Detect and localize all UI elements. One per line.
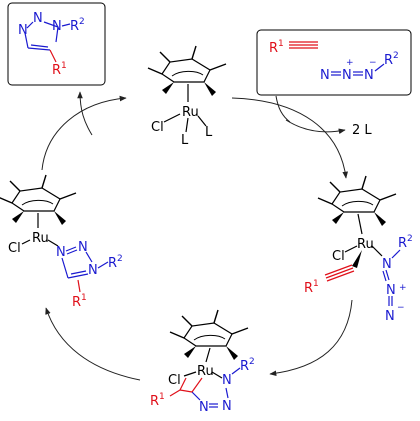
reagent-alkyne-r1: R1: [269, 39, 284, 56]
right-n1: N: [382, 257, 392, 272]
right-n2: N: [386, 283, 396, 298]
bottom-r2: R2: [240, 357, 255, 374]
right-r2: R2: [398, 234, 413, 251]
complex-cp-rucl-l2: Ru Cl L L: [147, 45, 227, 148]
product-r2: R2: [70, 17, 85, 34]
arrow-reagent-to-cycle: [275, 95, 291, 123]
complex-ru-alkyne-azide: Ru Cl R1 N R2 N + N −: [304, 175, 413, 324]
right-ru: Ru: [357, 237, 374, 252]
reagent-azide-n2: N: [342, 68, 352, 83]
arrow-top-to-right: [231, 97, 348, 179]
product-triazole: N N N R2 R1: [18, 11, 85, 78]
right-minus: −: [397, 303, 405, 313]
reagent-azide-r2: R2: [384, 51, 399, 68]
product-n3: N: [18, 23, 28, 38]
right-plus: +: [399, 283, 407, 293]
left-n3: N: [56, 245, 66, 260]
arrow-ligand-release: [285, 119, 346, 134]
bottom-n1: N: [222, 373, 232, 388]
arrow-left-to-top: [41, 95, 127, 171]
top-ru: Ru: [182, 105, 199, 120]
reagent-azide-minus: −: [369, 58, 377, 68]
reagent-azide-n3: N: [364, 68, 374, 83]
left-ru: Ru: [32, 231, 49, 246]
bottom-ru: Ru: [197, 364, 214, 379]
ligand-release-label: 2 L: [352, 123, 372, 138]
complex-ru-triazole: Ru Cl N N N R2 R1: [0, 174, 123, 310]
bottom-n2: N: [222, 399, 232, 414]
bottom-n3: N: [199, 400, 209, 415]
reagent-box: [256, 29, 412, 96]
left-n1: N: [88, 263, 98, 278]
top-l1: L: [181, 133, 189, 148]
left-r2: R2: [108, 254, 123, 271]
arrow-product-release: [77, 91, 93, 136]
complex-ruthenacycle: Ru Cl N R2 N N R1: [150, 309, 255, 415]
product-n1: N: [52, 19, 62, 34]
right-cl: Cl: [332, 249, 345, 264]
bottom-r1: R1: [150, 392, 165, 409]
reagent-alkyne: R1: [269, 39, 318, 56]
left-n2: N: [78, 240, 88, 255]
product-n2: N: [33, 11, 43, 26]
left-r1: R1: [72, 293, 87, 310]
right-r1: R1: [304, 279, 319, 296]
reagent-azide-n1: N: [320, 68, 330, 83]
reagent-azide: N N + N − R2: [320, 51, 399, 83]
arrow-bottom-to-left: [45, 307, 141, 381]
arrow-right-to-bottom: [269, 299, 353, 377]
product-box: [7, 2, 106, 86]
left-cl: Cl: [8, 241, 21, 256]
product-r1: R1: [52, 61, 67, 78]
bottom-cl: Cl: [168, 373, 181, 388]
reagent-azide-plus: +: [346, 58, 354, 68]
top-cl: Cl: [151, 120, 164, 135]
right-n3: N: [385, 309, 395, 324]
top-l2: L: [205, 125, 213, 140]
